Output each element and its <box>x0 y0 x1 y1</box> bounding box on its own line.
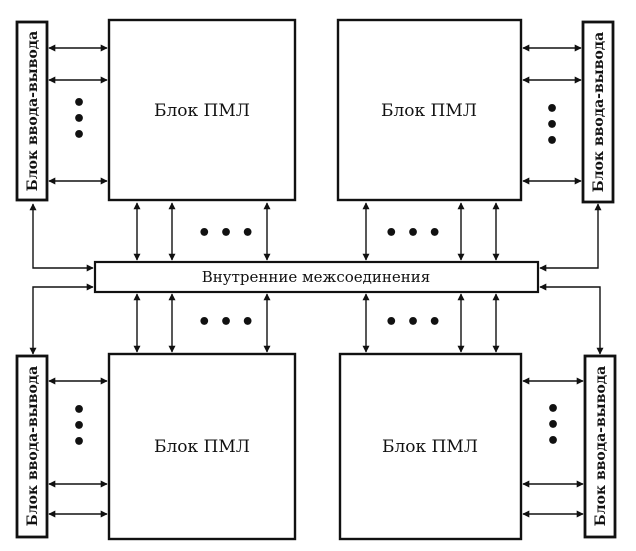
io-block-label: Блок ввода-вывода <box>591 32 607 192</box>
ellipsis-vertical: • <box>545 97 559 122</box>
bidirectional-connector <box>29 203 94 272</box>
ellipsis-vertical: • <box>72 430 86 455</box>
bidirectional-connector <box>539 203 602 272</box>
io-block-bottom-left: Блок ввода-вывода <box>15 354 49 539</box>
ellipsis-vertical: • <box>72 91 86 116</box>
pml-block-label: Блок ПМЛ <box>382 437 478 457</box>
io-block-top-left: Блок ввода-вывода <box>15 20 49 202</box>
ellipsis-vertical: • <box>72 107 86 132</box>
io-bus-connectors <box>29 203 604 355</box>
interconnect-bus: Внутренние межсоединения <box>93 260 540 294</box>
pml-block-top-right: Блок ПМЛ <box>336 18 523 202</box>
pml-bus-arrows-bottom: • • • • • • <box>133 293 500 353</box>
io-pml-arrows-bottom-left: • • • <box>48 377 108 518</box>
io-block-label: Блок ввода-вывода <box>25 31 41 191</box>
io-pml-arrows-bottom-right: • • • <box>522 377 584 518</box>
ellipsis-vertical: • <box>546 397 560 422</box>
ellipsis-vertical: • <box>546 429 560 454</box>
io-pml-arrows-top-right: • • • <box>522 44 582 185</box>
io-block-top-right: Блок ввода-вывода <box>581 20 615 204</box>
ellipsis-vertical: • <box>72 123 86 148</box>
pml-block-bottom-right: Блок ПМЛ <box>338 352 523 541</box>
io-pml-arrows-top-left: • • • <box>48 44 108 185</box>
pml-block-label: Блок ПМЛ <box>381 101 477 121</box>
ellipsis-horizontal: • • • <box>384 221 442 246</box>
io-block-bottom-right: Блок ввода-вывода <box>583 354 617 539</box>
interconnect-label: Внутренние межсоединения <box>202 268 430 286</box>
pml-block-top-left: Блок ПМЛ <box>107 18 297 202</box>
io-block-label: Блок ввода-вывода <box>593 366 609 526</box>
bidirectional-connector <box>539 283 604 355</box>
ellipsis-vertical: • <box>72 398 86 423</box>
pml-block-bottom-left: Блок ПМЛ <box>107 352 297 541</box>
ellipsis-vertical: • <box>546 413 560 438</box>
pml-bus-arrows-top: • • • • • • <box>133 202 500 261</box>
ellipsis-vertical: • <box>72 414 86 439</box>
pml-block-label: Блок ПМЛ <box>154 101 250 121</box>
ellipsis-vertical: • <box>545 113 559 138</box>
ellipsis-horizontal: • • • <box>197 221 255 246</box>
ellipsis-horizontal: • • • <box>197 310 255 335</box>
ellipsis-horizontal: • • • <box>384 310 442 335</box>
io-block-label: Блок ввода-вывода <box>25 366 41 526</box>
bidirectional-connector <box>29 283 94 355</box>
pml-block-label: Блок ПМЛ <box>154 437 250 457</box>
ellipsis-vertical: • <box>545 129 559 154</box>
